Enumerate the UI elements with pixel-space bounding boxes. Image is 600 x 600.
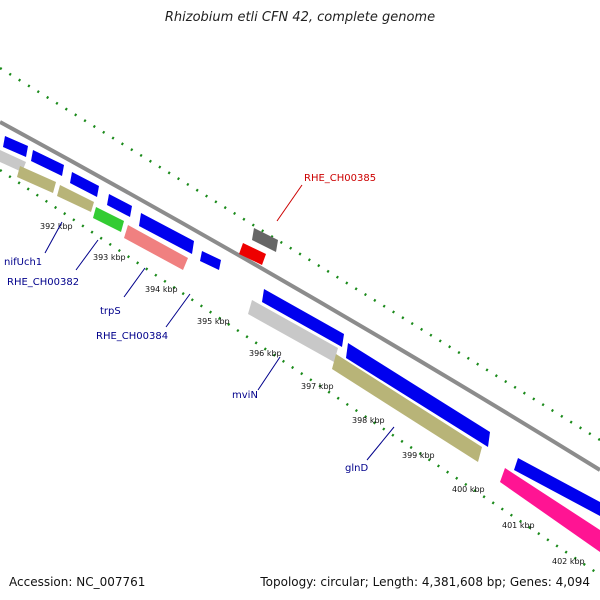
gene-olive-1	[17, 166, 56, 193]
gene-blue-2	[31, 150, 64, 176]
reverse-strand-genes	[0, 150, 600, 552]
gene-grey-1	[0, 150, 26, 172]
genome-title: Rhizobium etli CFN 42, complete genome	[164, 10, 436, 25]
leader-nifuch1	[44, 221, 63, 254]
gene-blue-8	[346, 343, 490, 447]
genome-summary-text: Topology: circular; Length: 4,381,608 bp…	[260, 575, 590, 589]
position-ticks: 392 kbp 393 kbp 394 kbp 395 kbp 396 kbp …	[40, 222, 585, 566]
label-leaders	[44, 184, 395, 461]
gene-blue-7	[262, 289, 344, 347]
gene-pink	[124, 225, 188, 270]
tick-label: 394 kbp	[145, 285, 178, 294]
tick-label: 399 kbp	[402, 451, 435, 460]
leader-mvin	[257, 356, 281, 391]
gene-blue-3	[70, 172, 99, 197]
gene-label-nifuch1: nifUch1	[4, 257, 42, 268]
genome-backbone	[0, 120, 600, 472]
tick-label: 395 kbp	[197, 317, 230, 326]
gene-magenta	[500, 468, 600, 552]
gene-green	[93, 207, 124, 232]
gene-blue-6	[200, 251, 221, 270]
tick-label: 396 kbp	[249, 349, 282, 358]
tick-label: 401 kbp	[502, 521, 535, 530]
gene-olive-3	[332, 354, 482, 462]
gene-label-glnd: glnD	[345, 463, 368, 474]
gene-label-rhe-ch00384: RHE_CH00384	[96, 331, 168, 342]
gene-labels: nifUch1 RHE_CH00382 trpS RHE_CH00384 RHE…	[4, 173, 376, 474]
gene-grey-2	[248, 300, 338, 362]
inner-dotted-track	[0, 168, 600, 577]
tick-label: 402 kbp	[552, 557, 585, 566]
gene-blue-4	[107, 194, 132, 217]
gene-label-rhe-ch00382: RHE_CH00382	[7, 277, 79, 288]
gene-blue-9	[514, 458, 600, 516]
gene-red	[239, 243, 266, 265]
gene-label-rhe-ch00385: RHE_CH00385	[304, 173, 376, 184]
leader-rhe-ch00384	[165, 293, 191, 328]
leader-rhe-ch00382	[75, 239, 99, 271]
leader-trps	[123, 267, 146, 298]
gene-blue-5	[139, 213, 194, 254]
gene-olive-2	[57, 185, 94, 212]
tick-label: 393 kbp	[93, 253, 126, 262]
outer-dotted-track	[0, 66, 600, 442]
accession-text: Accession: NC_007761	[9, 575, 146, 589]
gene-label-mvin: mviN	[232, 390, 258, 401]
gene-dark-grey	[252, 228, 278, 252]
leader-rhe-ch00385	[276, 184, 303, 222]
tick-label: 398 kbp	[352, 416, 385, 425]
tick-label: 400 kbp	[452, 485, 485, 494]
tick-label: 392 kbp	[40, 222, 73, 231]
tick-label: 397 kbp	[301, 382, 334, 391]
gene-label-trps: trpS	[100, 306, 121, 317]
forward-strand-genes	[3, 136, 600, 516]
gene-blue-1	[3, 136, 28, 157]
leader-glnd	[366, 426, 395, 461]
